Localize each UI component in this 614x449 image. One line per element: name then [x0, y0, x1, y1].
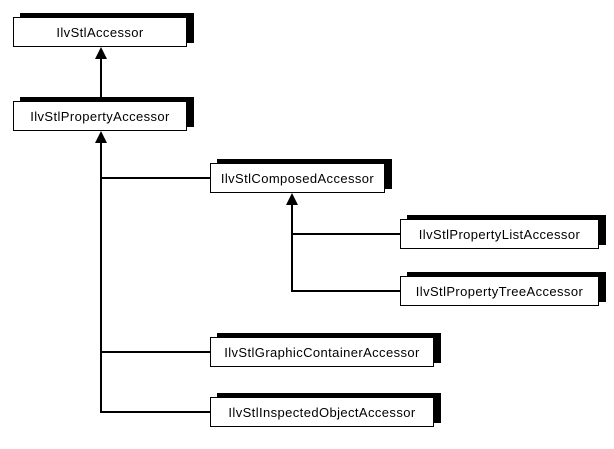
arrowhead-up-icon: [286, 193, 298, 205]
class-box-ilvstlpropertylistaccessor[interactable]: IlvStlPropertyListAccessor: [400, 219, 599, 249]
inheritance-line: [100, 411, 210, 413]
class-box-ilvstlpropertyaccessor[interactable]: IlvStlPropertyAccessor: [13, 101, 187, 131]
inheritance-line: [100, 177, 210, 179]
inheritance-line: [291, 233, 400, 235]
inheritance-line: [291, 205, 293, 292]
arrowhead-up-icon: [95, 131, 107, 143]
inheritance-line: [100, 59, 102, 101]
class-box-ilvstlinspectedobjectaccessor[interactable]: IlvStlInspectedObjectAccessor: [210, 397, 434, 427]
class-box-ilvstlcomposedaccessor[interactable]: IlvStlComposedAccessor: [210, 163, 385, 193]
arrowhead-up-icon: [95, 47, 107, 59]
inheritance-line: [100, 143, 102, 413]
inheritance-line: [100, 351, 210, 353]
class-box-ilvstlpropertytreeaccessor[interactable]: IlvStlPropertyTreeAccessor: [400, 276, 599, 306]
class-box-ilvstlaccessor[interactable]: IlvStlAccessor: [13, 17, 187, 47]
inheritance-line: [291, 290, 400, 292]
class-box-ilvstlgraphiccontaineraccessor[interactable]: IlvStlGraphicContainerAccessor: [210, 337, 434, 367]
